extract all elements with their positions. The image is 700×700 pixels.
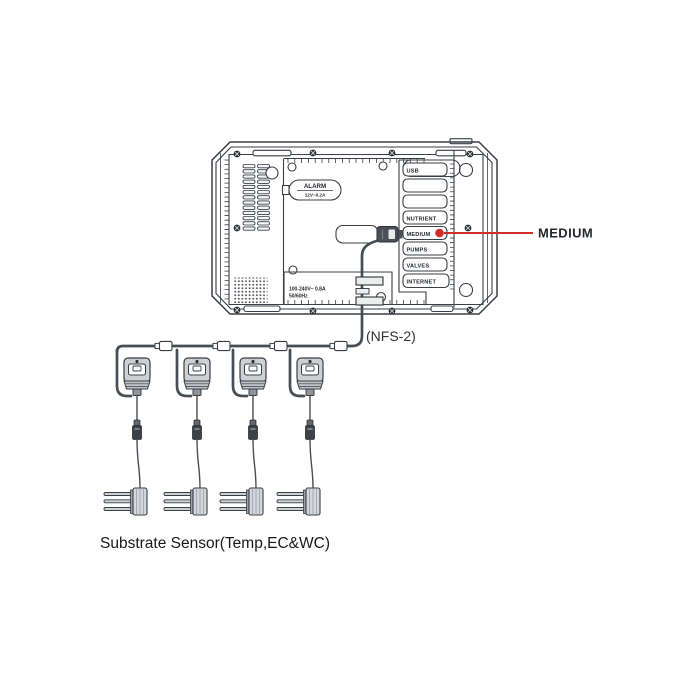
sensor-caption: Substrate Sensor(Temp,EC&WC) xyxy=(100,535,330,552)
port-box-blank-1 xyxy=(402,178,448,193)
device-model-label: (NFS-2) xyxy=(366,328,416,344)
substrate-sensor-3 xyxy=(218,348,268,517)
controller-back-panel: ALARM 12V~0.2A 100-240V~ 0.8A 50/60Hz US… xyxy=(211,138,498,348)
cable-clamp-upper xyxy=(355,276,384,286)
bus-connector-3 xyxy=(269,340,288,352)
chassis-outer-edge xyxy=(211,141,498,315)
port-box-valves xyxy=(402,257,448,272)
chassis-top-tab xyxy=(449,138,473,145)
port-box-pumps xyxy=(402,241,448,256)
port-label-usb: USB xyxy=(407,168,419,174)
port-box-blank-2 xyxy=(402,194,448,209)
alarm-badge: ALARM 12V~0.2A xyxy=(281,179,342,201)
callout-medium: MEDIUM xyxy=(435,226,593,241)
bus-connector-4 xyxy=(329,340,348,352)
port-label-medium: MEDIUM xyxy=(407,232,431,238)
substrate-sensor-2 xyxy=(162,348,212,517)
port-box-nutrient xyxy=(402,210,448,225)
substrate-sensor-4 xyxy=(275,348,325,517)
power-rating-line2: 50/60Hz xyxy=(289,294,308,300)
bus-connector-1 xyxy=(154,340,173,352)
medium-port-cable xyxy=(346,238,382,348)
port-box-usb xyxy=(402,162,448,177)
port-label-valves: VALVES xyxy=(407,263,430,269)
medium-cable-plug xyxy=(376,226,403,243)
alarm-label: ALARM xyxy=(304,183,326,190)
port-label-internet: INTERNET xyxy=(407,280,437,286)
cable-clamp-lower xyxy=(355,296,384,306)
cable-clamp-middle xyxy=(355,288,370,295)
chassis-inner-edge xyxy=(215,146,493,310)
bus-connector-2 xyxy=(212,340,231,352)
substrate-sensor-1 xyxy=(102,348,152,517)
power-rating: 100-240V~ 0.8A 50/60Hz xyxy=(283,271,393,305)
ports-column: USB NUTRIENT MEDIUM PUMPS VALVES INTERNE… xyxy=(398,159,461,305)
port-label-pumps: PUMPS xyxy=(407,247,428,253)
vent-grille xyxy=(242,164,270,231)
port-box-internet xyxy=(402,273,450,289)
speaker-holes xyxy=(233,277,268,304)
alarm-rating-label: 12V~0.2A xyxy=(305,193,326,198)
power-rating-line1: 100-240V~ 0.8A xyxy=(289,287,326,293)
port-label-nutrient: NUTRIENT xyxy=(407,216,437,222)
cable-slot xyxy=(335,224,379,244)
callout-label: MEDIUM xyxy=(538,226,593,241)
callout-dot xyxy=(435,228,444,238)
